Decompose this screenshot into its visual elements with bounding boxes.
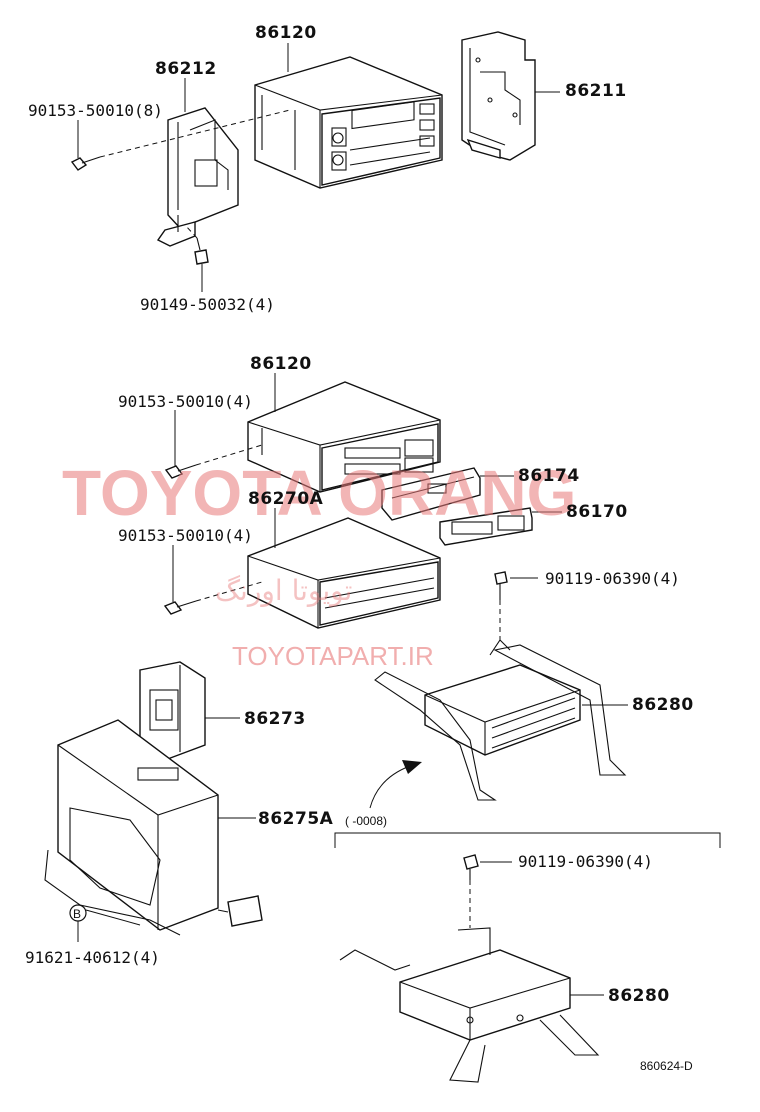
range-bracket — [334, 832, 721, 848]
label-screw-mid2: 90153-50010(4) — [118, 526, 253, 545]
label-86275a: 86275A — [258, 809, 334, 829]
bolt-90119-mid — [494, 571, 508, 600]
label-86120-mid: 86120 — [250, 354, 312, 374]
arrow-date — [369, 760, 422, 809]
dash-screw-top — [99, 109, 291, 158]
label-86273: 86273 — [244, 709, 306, 729]
screw-90153-top — [70, 156, 101, 171]
bracket-86212 — [156, 107, 239, 247]
screw-90149 — [194, 237, 209, 265]
badge-b-letter: B — [73, 907, 81, 921]
label-screw-mid1: 90153-50010(4) — [118, 392, 253, 411]
label-86280-a: 86280 — [632, 695, 694, 715]
bracket-86211 — [461, 31, 536, 161]
label-86211: 86211 — [565, 81, 627, 101]
watermark-farsi: تويوتا اورنگ — [215, 574, 352, 607]
dash-screw-mid2 — [195, 581, 263, 602]
dash-screw-mid1 — [195, 444, 263, 466]
diagram-code: 860624-D — [640, 1059, 693, 1073]
screw-90153-mid1 — [164, 464, 197, 479]
label-screw-top: 90153-50010(8) — [28, 101, 163, 120]
label-bolt-low: 90119-06390(4) — [518, 852, 653, 871]
unit-86275a — [44, 719, 263, 936]
label-86270a: 86270A — [248, 489, 324, 509]
label-86174: 86174 — [518, 466, 580, 486]
badge-b-group — [69, 904, 141, 942]
amplifier-86280-b — [339, 927, 600, 1083]
label-91621: 91621-40612(4) — [25, 948, 160, 967]
radio-unit-86120-mid — [247, 381, 441, 493]
radio-unit-86120-top — [254, 56, 443, 189]
label-bolt-mid: 90119-06390(4) — [545, 569, 680, 588]
amplifier-86280-a — [374, 639, 627, 801]
label-86212: 86212 — [155, 59, 217, 79]
bolt-90119-low — [463, 854, 479, 880]
screw-90153-mid2 — [163, 600, 197, 615]
label-86120-top: 86120 — [255, 23, 317, 43]
dash-screw-bottom — [184, 224, 198, 239]
cover-86174 — [381, 467, 481, 521]
label-86170: 86170 — [566, 502, 628, 522]
watermark-brand: TOYOTA ORANG — [62, 457, 576, 529]
faceplate-86170 — [439, 507, 533, 546]
label-date-range: ( -0008) — [345, 814, 387, 828]
watermark-url: TOYOTAPART.IR — [232, 641, 434, 671]
label-screw-bottom-top: 90149-50032(4) — [140, 295, 275, 314]
unit-86270a — [247, 517, 441, 629]
label-86280-b: 86280 — [608, 986, 670, 1006]
